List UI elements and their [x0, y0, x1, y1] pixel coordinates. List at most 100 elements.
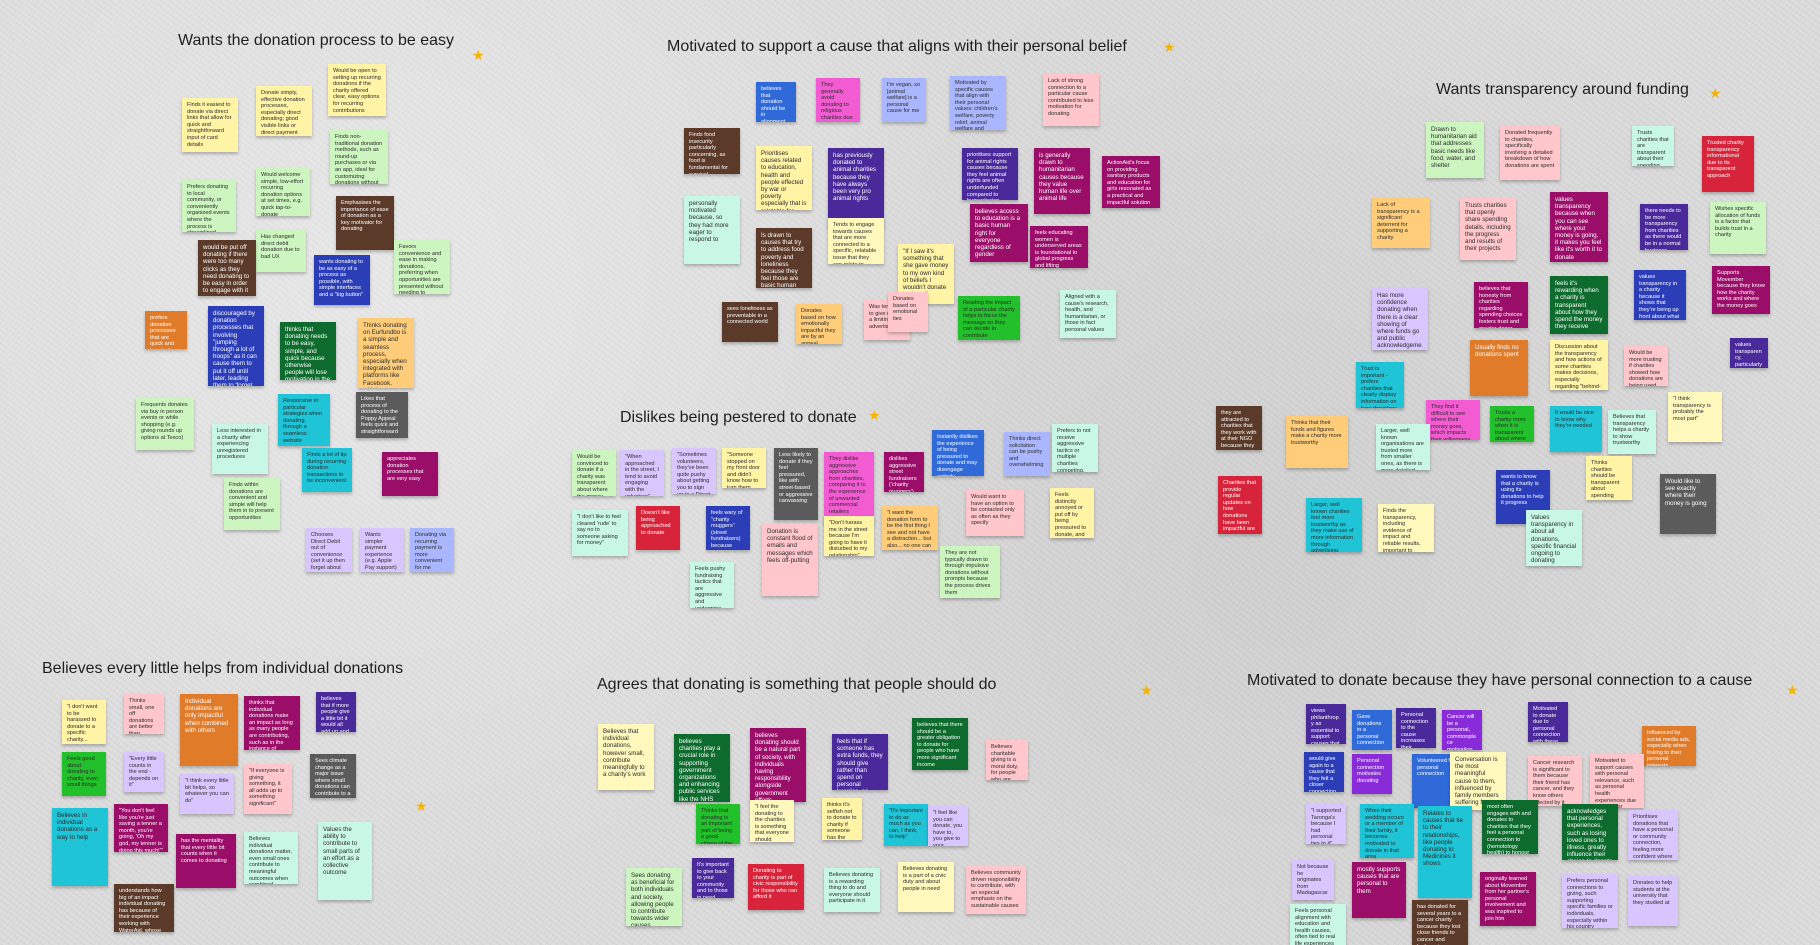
- sticky-note[interactable]: values transparency, particularly around…: [1730, 338, 1768, 368]
- sticky-note[interactable]: mostly supports causes that are personal…: [1352, 862, 1406, 918]
- cluster-title[interactable]: Motivated to support a cause that aligns…: [667, 38, 1127, 55]
- sticky-note[interactable]: They find it difficult to see where thei…: [1426, 400, 1480, 440]
- sticky-note[interactable]: Prefers donating to local community, or …: [182, 180, 236, 232]
- sticky-note[interactable]: Thinks that donating is an important par…: [696, 804, 740, 844]
- sticky-note[interactable]: Drawn to humanitarian aid that addresses…: [1426, 122, 1484, 178]
- sticky-note[interactable]: Donating via recurring payment is more c…: [410, 528, 454, 572]
- sticky-note[interactable]: Usually finds no donations spent: [1470, 340, 1528, 396]
- sticky-note[interactable]: It would be nice to know why they're nee…: [1550, 406, 1602, 452]
- cluster-title[interactable]: Believes every little helps from individ…: [42, 660, 404, 677]
- sticky-note[interactable]: "I feel the donating to the charities is…: [750, 800, 794, 842]
- sticky-note[interactable]: Lack of strong connection to a particula…: [1043, 74, 1099, 126]
- sticky-note[interactable]: feels it's rewarding when a charity is t…: [1550, 276, 1608, 334]
- sticky-note[interactable]: Donates based on how emotionally impactf…: [796, 304, 842, 344]
- sticky-note[interactable]: Less interested in a charity after exper…: [212, 424, 268, 474]
- sticky-note[interactable]: Aligned with a cause's research, health,…: [1060, 290, 1116, 338]
- sticky-note[interactable]: Favors convenience and ease in making do…: [394, 240, 450, 294]
- sticky-note[interactable]: Individual donations are only impactful …: [180, 694, 238, 766]
- sticky-note[interactable]: Feels good about donating to charity, ev…: [62, 752, 106, 796]
- sticky-note[interactable]: Thinks charities should be transparent a…: [1586, 456, 1632, 500]
- sticky-note[interactable]: Finds non-traditional donation methods, …: [330, 130, 388, 184]
- sticky-note[interactable]: Would want to have an option to be conta…: [966, 490, 1024, 536]
- sticky-note[interactable]: Emphasises the importance of ease of don…: [336, 196, 394, 250]
- sticky-note[interactable]: Tends to engage towards causes that are …: [828, 218, 884, 264]
- sticky-note[interactable]: "I don't like to feel cleared 'rude' to …: [572, 510, 628, 556]
- sticky-note[interactable]: They generally avoid donating to religio…: [816, 78, 860, 122]
- sticky-note[interactable]: Prioritises donations that have a person…: [1628, 810, 1678, 860]
- sticky-note[interactable]: Frequents donates via buy in person even…: [136, 398, 194, 450]
- sticky-note[interactable]: values transparency in a charity because…: [1634, 270, 1686, 320]
- sticky-note[interactable]: Finds the transparency, including eviden…: [1378, 504, 1434, 552]
- sticky-note[interactable]: Feels pushy fundraising tactics that are…: [690, 562, 734, 608]
- sticky-note[interactable]: Believes donating is a part of a civic d…: [898, 862, 954, 912]
- cluster-title[interactable]: Wants the donation process to be easy: [178, 32, 455, 49]
- sticky-note[interactable]: Trusted charity transparency information…: [1702, 136, 1754, 192]
- sticky-note[interactable]: They are not typically drawn to through …: [940, 546, 1000, 598]
- cluster-title[interactable]: Dislikes being pestered to donate: [620, 409, 857, 426]
- sticky-note[interactable]: Trusts charities that openly share spend…: [1460, 198, 1516, 260]
- sticky-note[interactable]: believes that honesty from charities reg…: [1474, 282, 1528, 328]
- sticky-note[interactable]: has donated for several years to a cance…: [1412, 900, 1468, 945]
- sticky-note[interactable]: believes that if more people give a litt…: [316, 692, 356, 732]
- sticky-note[interactable]: believes donating should be a natural pa…: [750, 728, 806, 802]
- sticky-note[interactable]: Supports Movember because they know how …: [1712, 266, 1770, 314]
- sticky-note[interactable]: "When approached in the street, I tend t…: [620, 450, 664, 496]
- sticky-note[interactable]: Believes community driven responsibility…: [966, 866, 1026, 914]
- sticky-note[interactable]: believes that there should be a greater …: [912, 718, 968, 770]
- cluster-title[interactable]: Agrees that donating is something that p…: [597, 676, 997, 693]
- sticky-note[interactable]: views philanthropy as essential to suppo…: [1306, 704, 1346, 744]
- sticky-note[interactable]: "I think every little bit helps, so what…: [180, 774, 234, 814]
- sticky-note[interactable]: Discussion about the transparency and ho…: [1550, 340, 1608, 390]
- sticky-note[interactable]: has the mentality that every little bit …: [176, 834, 236, 888]
- sticky-note[interactable]: prefers donation processes that are quic…: [145, 311, 187, 349]
- sticky-note[interactable]: understands how big of an impact individ…: [114, 884, 174, 932]
- sticky-note[interactable]: Chooses Direct Debit out of convenience …: [306, 528, 352, 572]
- sticky-note[interactable]: Donate simply, effective donation proces…: [256, 86, 312, 136]
- sticky-note[interactable]: Finds a lot of tip during recurring dona…: [302, 448, 352, 492]
- sticky-note[interactable]: Reading the impact of a particular chari…: [958, 296, 1020, 340]
- sticky-note[interactable]: Would be convinced to donate if a charit…: [572, 450, 616, 496]
- sticky-note[interactable]: Thinks donating on Eurfundbo is a simple…: [358, 318, 414, 388]
- sticky-note[interactable]: Believes that individual donations, howe…: [598, 724, 654, 790]
- sticky-note[interactable]: Trusts charities that are transparent ab…: [1632, 126, 1674, 166]
- sticky-note[interactable]: Prefers personal connections to giving, …: [1562, 874, 1618, 928]
- sticky-note[interactable]: personally motivated because, so they ha…: [684, 196, 740, 264]
- sticky-note[interactable]: Donating to charity is part of civic res…: [748, 864, 804, 910]
- sticky-note[interactable]: "Don't harass me in the street because I…: [824, 516, 874, 556]
- sticky-note[interactable]: discouraged by donation processes that i…: [208, 306, 264, 386]
- sticky-note[interactable]: believes that donation should be in alig…: [756, 82, 796, 122]
- sticky-note[interactable]: Lack of transparency is a significant de…: [1372, 198, 1430, 248]
- sticky-note[interactable]: "Sometimes volunteers, they've been quit…: [672, 448, 716, 494]
- sticky-note[interactable]: Wishes specific allocation of funds is a…: [1710, 202, 1766, 254]
- sticky-note[interactable]: "It's important to do as much as you can…: [884, 804, 928, 846]
- sticky-note[interactable]: thinks that donating needs to be easy, s…: [280, 322, 336, 380]
- sticky-note[interactable]: It's important to give back to your comm…: [692, 858, 734, 898]
- sticky-note[interactable]: Donation is constant flood of emails and…: [762, 524, 818, 596]
- sticky-note[interactable]: I'm vegan, so [animal welfare] is a pers…: [882, 78, 926, 122]
- sticky-note[interactable]: Donates based on emotional ties: [888, 292, 928, 332]
- sticky-note[interactable]: wants donating to be as easy of a proces…: [314, 255, 370, 305]
- sticky-note[interactable]: Would like to see exactly where their mo…: [1660, 474, 1716, 534]
- sticky-note[interactable]: prioritises support for animal rights ca…: [962, 148, 1018, 200]
- sticky-note[interactable]: Would welcome simple, low-effort recurri…: [256, 168, 310, 216]
- sticky-note[interactable]: they are attracted to charities that the…: [1216, 406, 1262, 450]
- sticky-note[interactable]: When their wedding occurs or a member of…: [1360, 804, 1414, 858]
- sticky-note[interactable]: Cancer research is significant to them b…: [1528, 756, 1582, 806]
- sticky-note[interactable]: sees loneliness as preventable in a conn…: [722, 302, 778, 342]
- sticky-note[interactable]: Gave donations in a personal connection: [1352, 710, 1392, 750]
- sticky-note[interactable]: Cancer will be a personal, commonplace m…: [1442, 710, 1482, 750]
- sticky-note[interactable]: "You don't feel like you're just saving …: [114, 804, 168, 852]
- sticky-note[interactable]: "I feel like you can donate, you have to…: [928, 806, 968, 846]
- sticky-note[interactable]: Wants simpler payment experience (e.g. A…: [360, 528, 404, 572]
- sticky-note[interactable]: "I supported Taronga's because I had per…: [1306, 804, 1346, 844]
- sticky-note[interactable]: They dislike aggressive approaches from …: [824, 452, 874, 524]
- sticky-note[interactable]: thinks that individual donations make an…: [244, 696, 300, 750]
- sticky-note[interactable]: acknowledges that personal experiences, …: [1562, 804, 1618, 860]
- sticky-note[interactable]: Believes that transparency helps a chari…: [1608, 410, 1656, 454]
- sticky-note[interactable]: would be put off donating if there were …: [198, 240, 256, 296]
- sticky-note[interactable]: Sees donating as beneficial for both ind…: [626, 868, 682, 926]
- sticky-note[interactable]: Thinks direct solicitation can be pushy …: [1004, 432, 1050, 476]
- sticky-note[interactable]: has previously donated to animal chariti…: [828, 148, 884, 228]
- sticky-note[interactable]: Feels distinctly annoyed or put off by b…: [1050, 488, 1094, 538]
- sticky-note[interactable]: "I think transparency is probably the mo…: [1668, 392, 1722, 442]
